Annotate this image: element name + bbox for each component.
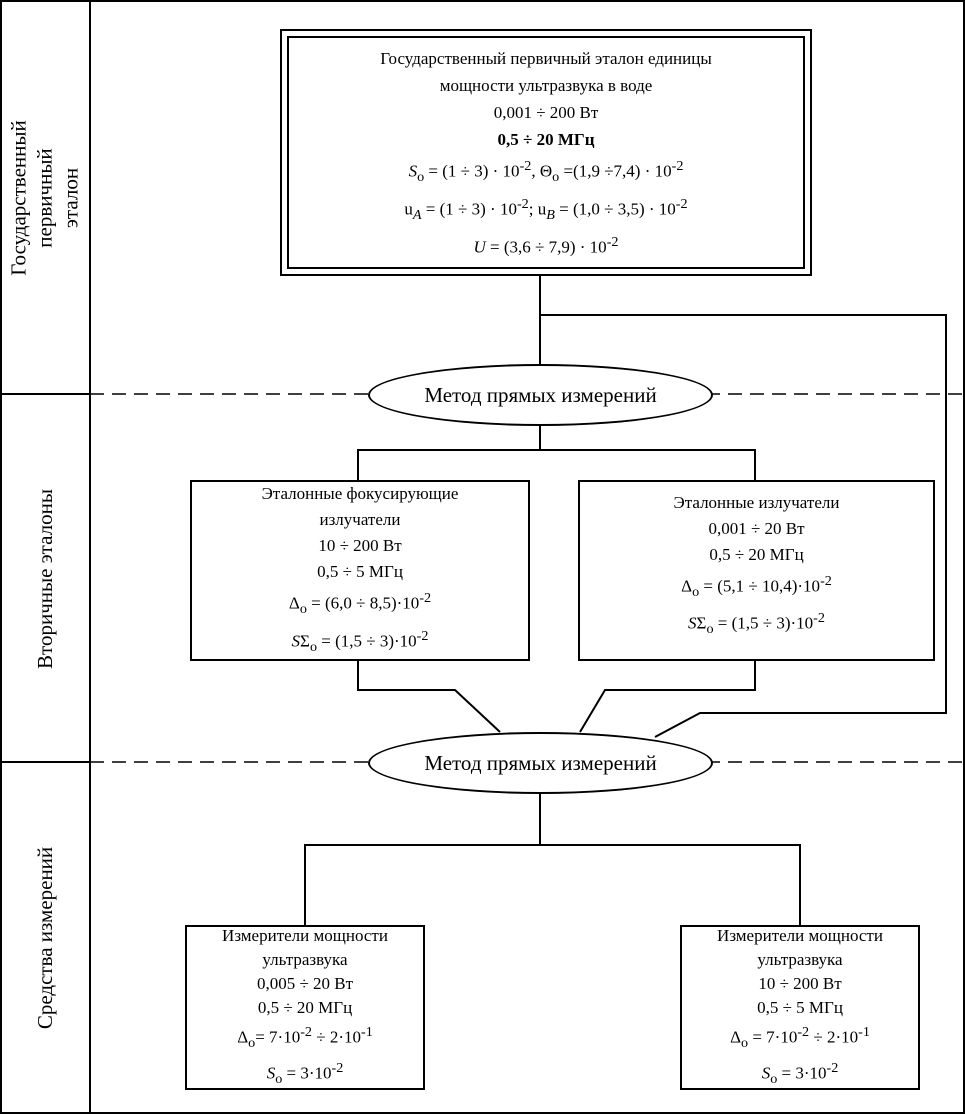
focusing-delta: Δо = (6,0 ÷ 8,5)·10-2: [288, 590, 432, 618]
primary-power-range: 0,001 ÷ 200 Вт: [493, 102, 599, 122]
row-label-primary-text: Государственный первичный эталон: [7, 120, 84, 276]
meter-low-title-1: Измерители мощности: [222, 926, 388, 946]
emitters-freq-range: 0,5 ÷ 20 МГц: [709, 545, 804, 564]
meter-low-freq-range: 0,5 ÷ 20 МГц: [257, 998, 353, 1018]
focusing-freq-range: 0,5 ÷ 5 МГц: [317, 562, 403, 582]
emitters-delta: Δо = (5,1 ÷ 10,4)·10-2: [681, 573, 832, 601]
meter-low-title-2: ультразвука: [262, 950, 348, 970]
meter-high-title-1: Измерители мощности: [717, 926, 883, 946]
meter-high-box: Измерители мощности ультразвука 10 ÷ 200…: [680, 925, 920, 1090]
link-method1-branch: [357, 449, 756, 480]
meter-low-box: Измерители мощности ультразвука 0,005 ÷ …: [185, 925, 425, 1090]
link-focusing-method2: [357, 660, 501, 733]
method-oval-1: Метод прямых измерений: [368, 364, 713, 426]
emitters-power-range: 0,001 ÷ 20 Вт: [708, 519, 805, 538]
primary-standard-box: Государственный первичный эталон единицы…: [280, 29, 812, 276]
row-label-secondary-text: Вторичные эталоны: [33, 488, 57, 669]
primary-u-total: U = (3,6 ÷ 7,9) · 10-2: [473, 233, 619, 257]
meter-low-power-range: 0,005 ÷ 20 Вт: [256, 974, 354, 994]
meter-high-delta: Δо = 7·10-2 ÷ 2·10-1: [730, 1024, 870, 1052]
primary-title-1: Государственный первичный эталон единицы: [380, 48, 712, 68]
meter-low-delta: Δо= 7·10-2 ÷ 2·10-1: [237, 1024, 373, 1052]
method-oval-2: Метод прямых измерений: [368, 732, 713, 794]
meter-high-power-range: 10 ÷ 200 Вт: [758, 974, 842, 994]
primary-title-2: мощности ультразвука в воде: [439, 75, 653, 95]
primary-freq-range: 0,5 ÷ 20 МГц: [497, 129, 595, 149]
link-method2-branch: [304, 844, 801, 925]
primary-standard-content: Государственный первичный эталон единицы…: [287, 36, 805, 269]
row-label-instruments: Средства измерений: [2, 763, 88, 1113]
link-emitters-method2: [579, 660, 756, 733]
method-oval-2-label: Метод прямых измерений: [424, 750, 657, 775]
focusing-power-range: 10 ÷ 200 Вт: [318, 536, 402, 556]
row-label-primary: Государственный первичный эталон: [2, 2, 88, 394]
emitters-title-1: Эталонные излучатели: [673, 493, 840, 512]
meter-low-s: Sо = 3·10-2: [266, 1059, 344, 1087]
meter-high-s: Sо = 3·10-2: [761, 1059, 839, 1087]
primary-u-ab: uA = (1 ÷ 3) · 10-2; uB = (1,0 ÷ 3,5) · …: [404, 195, 688, 223]
row-label-secondary: Вторичные эталоны: [2, 395, 88, 762]
method-oval-1-label: Метод прямых измерений: [424, 382, 657, 407]
link-primary-bypass: [540, 314, 947, 738]
secondary-focusing-box: Эталонные фокусирующие излучатели 10 ÷ 2…: [190, 480, 530, 661]
meter-high-freq-range: 0,5 ÷ 5 МГц: [757, 998, 843, 1018]
meter-high-title-2: ультразвука: [757, 950, 843, 970]
primary-s-theta: Sо = (1 ÷ 3) · 10-2, Θо =(1,9 ÷7,4) · 10…: [408, 157, 684, 185]
focusing-s-sigma: SΣо = (1,5 ÷ 3)·10-2: [291, 627, 429, 655]
emitters-s-sigma: SΣо = (1,5 ÷ 3)·10-2: [688, 610, 825, 638]
row-label-instruments-text: Средства измерений: [33, 846, 58, 1030]
focusing-title-1: Эталонные фокусирующие: [261, 484, 459, 504]
focusing-title-2: излучатели: [319, 510, 401, 530]
secondary-emitters-box: Эталонные излучатели 0,001 ÷ 20 Вт 0,5 ÷…: [578, 480, 935, 661]
